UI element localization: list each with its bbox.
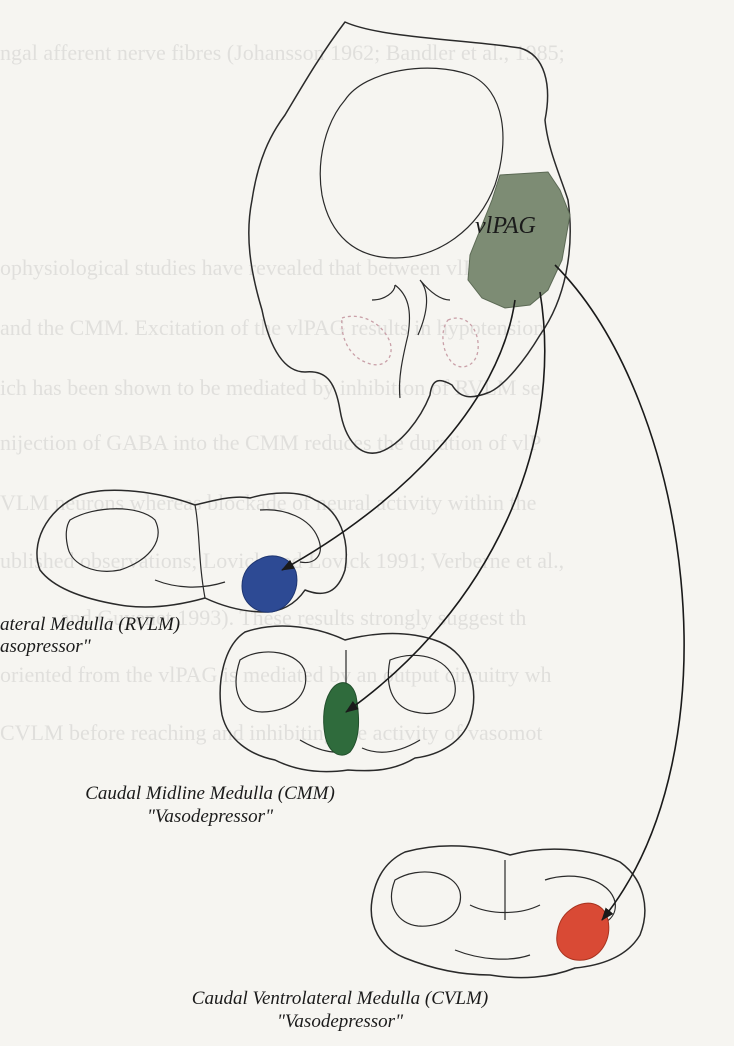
cmm-inner-right — [388, 655, 455, 713]
rvlm-midline — [155, 505, 225, 598]
rvlm-inner-right — [260, 510, 320, 563]
cmm-inner-left — [236, 652, 306, 712]
vlpag-label: vlPAG — [475, 215, 536, 237]
cvlm-floor-lines — [455, 860, 540, 959]
vlpag-region — [468, 172, 570, 308]
cvlm-effect-label: "Vasodepressor" — [130, 1011, 550, 1033]
cvlm-inner-left — [392, 872, 461, 926]
rvlm-outline — [37, 490, 346, 612]
midbrain-dotted-nucleus-left — [342, 316, 391, 365]
cvlm-name-label: Caudal Ventrolateral Medulla (CVLM) — [130, 988, 550, 1010]
cmm-section — [220, 626, 474, 771]
projection-arrow-cmm — [346, 292, 545, 712]
cvlm-section — [371, 846, 645, 978]
cmm-region — [324, 683, 359, 755]
rvlm-effect-label: asopressor" — [0, 636, 91, 658]
projection-arrow-cvlm — [555, 265, 684, 920]
rvlm-inner-left — [66, 509, 158, 572]
cmm-effect-label: "Vasodepressor" — [40, 806, 380, 828]
rvlm-section — [37, 490, 346, 612]
midbrain-dotted-nucleus-right — [443, 318, 478, 367]
cmm-name-label: Caudal Midline Medulla (CMM) — [40, 783, 380, 805]
cvlm-region — [557, 903, 609, 960]
projection-arrow-rvlm — [282, 300, 515, 570]
rvlm-region — [242, 556, 297, 612]
rvlm-name-label: ateral Medulla (RVLM) — [0, 614, 180, 636]
